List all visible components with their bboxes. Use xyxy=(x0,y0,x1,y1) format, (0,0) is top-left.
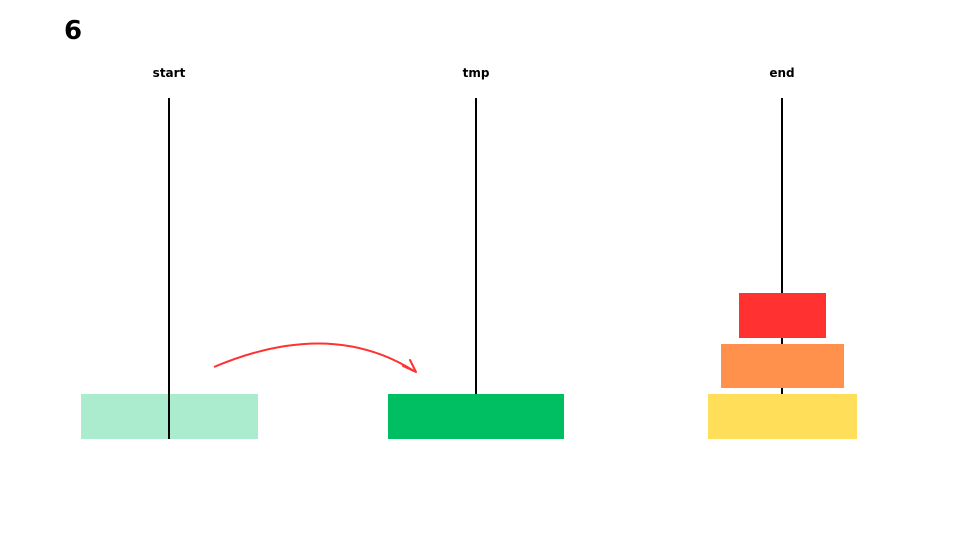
disk-end-yellow xyxy=(708,394,857,439)
disk-end-red xyxy=(739,293,826,338)
move-arrow-head xyxy=(402,359,417,373)
disk-end-orange xyxy=(721,344,844,388)
peg-label-end: end xyxy=(769,66,795,80)
pole-start xyxy=(168,98,170,439)
peg-label-tmp: tmp xyxy=(462,66,490,80)
disk-tmp-green xyxy=(388,394,564,439)
peg-label-start: start xyxy=(152,66,186,80)
pole-tmp xyxy=(475,98,477,394)
move-arrow-curve xyxy=(213,342,415,372)
step-number: 6 xyxy=(64,16,83,46)
pole-end xyxy=(781,98,783,439)
